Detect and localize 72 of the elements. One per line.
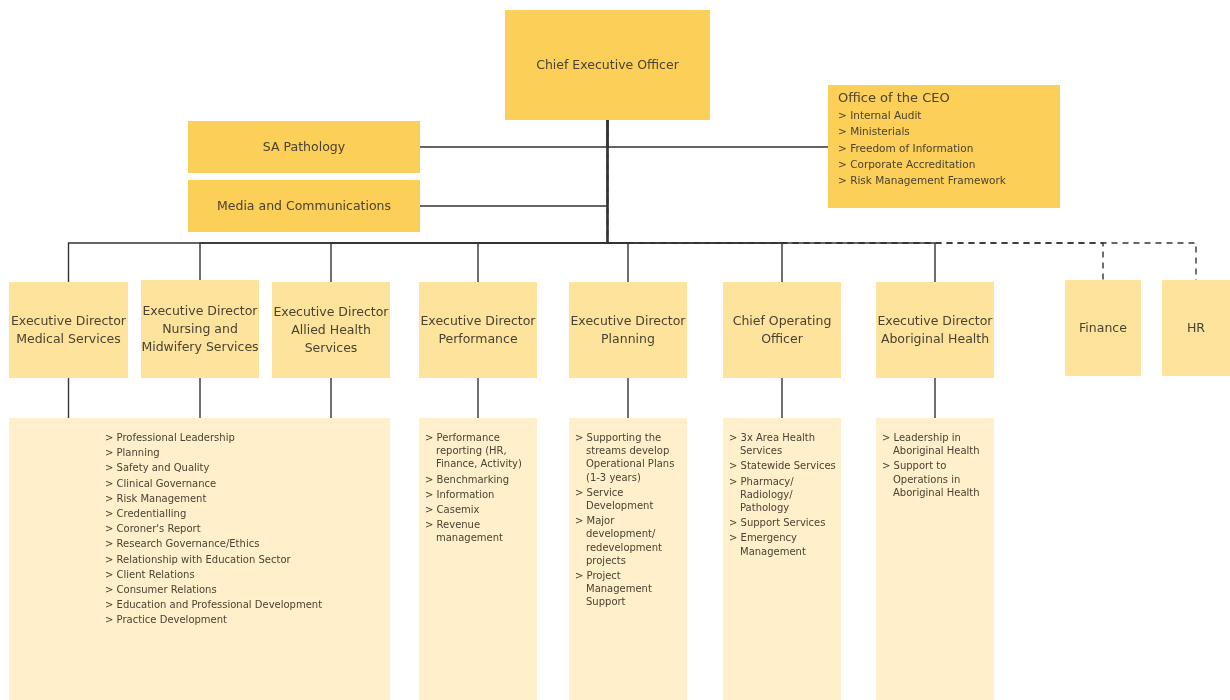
org-box — [505, 10, 710, 120]
duty-item: > 3x Area Health Services — [729, 431, 817, 458]
duty-item: > Credentialling — [105, 506, 188, 521]
duties-panel — [419, 418, 537, 700]
duty-item: > Support Services — [729, 516, 827, 530]
role-title: Chief Operating Officer — [731, 311, 833, 348]
role-title: Executive Director Medical Services — [9, 311, 127, 348]
duty-item: > Risk Management — [105, 491, 208, 505]
role-title: Executive Director Nursing and Midwifery Services — [141, 301, 259, 357]
duty-item: > Planning — [105, 446, 161, 460]
org-box — [272, 282, 390, 378]
org-box — [141, 280, 259, 378]
duties-panel — [723, 418, 841, 700]
role-title: Executive Director Allied Health Services — [272, 302, 390, 358]
org-box — [419, 282, 537, 378]
org-box — [569, 282, 687, 378]
duties-panel — [9, 418, 390, 700]
duty-item: > Information — [425, 487, 496, 501]
role-title: HR — [1186, 318, 1206, 337]
duty-item: > Coroner's Report — [105, 522, 202, 536]
duty-item: > Supporting the streams develop Operational Plans (1-3 years) — [575, 431, 676, 484]
connector-line — [627, 377, 629, 419]
duty-item: > Internal Audit — [838, 108, 923, 123]
duty-item: > Project Management Support — [575, 568, 653, 609]
duty-item: > Emergency Management — [729, 531, 807, 558]
role-title: SA Pathology — [262, 137, 346, 156]
duty-item: > Ministerials — [838, 124, 911, 140]
duty-item: > Pharmacy/ Radiology/ Pathology — [729, 474, 795, 515]
duty-item: > Education and Professional Development — [105, 598, 324, 612]
duty-item: > Practice Development — [105, 613, 228, 627]
org-box — [188, 121, 420, 173]
duties-panel — [569, 418, 687, 700]
duty-item: > Safety and Quality — [105, 461, 211, 475]
role-title: Executive Director Planning — [569, 311, 687, 348]
org-box — [876, 282, 994, 378]
role-title: Chief Executive Officer — [536, 55, 679, 74]
connector-line — [477, 377, 479, 419]
duty-item: > Client Relations — [105, 567, 196, 581]
connector-line — [934, 377, 936, 419]
office-title: Office of the CEO — [838, 90, 951, 105]
connector-line — [67, 377, 70, 419]
duty-item: > Freedom of Information — [838, 140, 975, 156]
duty-item: > Support to Operations in Aboriginal Health — [882, 459, 981, 499]
duty-item: > Corporate Accreditation — [838, 156, 977, 172]
duty-item: > Casemix — [425, 502, 481, 517]
duty-item: > Consumer Relations — [105, 582, 218, 597]
duty-item: > Relationship with Education Sector — [105, 552, 292, 566]
connector-line — [330, 377, 332, 419]
role-title: Finance — [1079, 318, 1127, 337]
duty-item: > Performance reporting (HR, Finance, Activity) — [425, 431, 523, 471]
duty-item: > Statewide Services — [729, 459, 837, 473]
org-box — [188, 180, 420, 232]
duties-panel — [876, 418, 994, 700]
org-box — [9, 282, 128, 378]
duty-item: > Professional Leadership — [105, 431, 236, 445]
org-box — [1065, 280, 1141, 376]
duty-item: > Risk Management Framework — [838, 173, 1007, 189]
connector-line — [199, 377, 201, 419]
duty-item: > Revenue management — [425, 518, 504, 545]
org-box — [828, 85, 1060, 208]
duty-item: > Clinical Governance — [105, 476, 218, 490]
duty-item: > Major development/ redevelopment projects — [575, 514, 663, 567]
duty-item: > Leadership in Aboriginal Health — [882, 431, 981, 458]
org-box — [1162, 280, 1230, 376]
role-title: Media and Communications — [216, 196, 391, 215]
duty-item: > Service Development — [575, 485, 655, 513]
org-box — [723, 282, 841, 378]
role-title: Executive Director Aboriginal Health — [876, 311, 994, 348]
duty-item: > Research Governance/Ethics — [105, 537, 261, 551]
connector-line — [781, 377, 783, 419]
role-title: Executive Director Performance — [419, 311, 537, 348]
duty-item: > Benchmarking — [425, 472, 510, 486]
